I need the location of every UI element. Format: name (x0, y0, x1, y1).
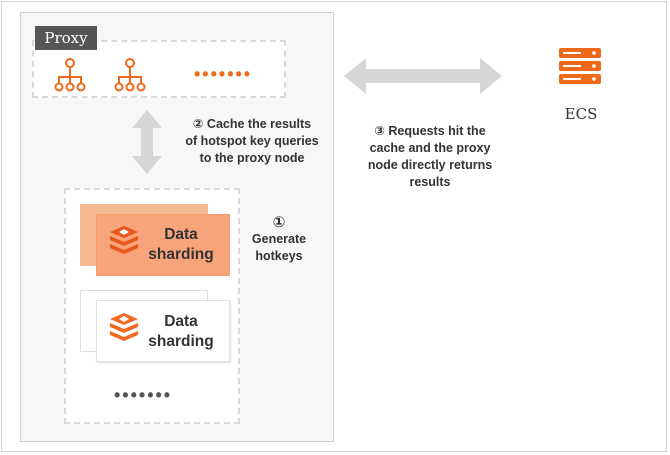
step-1-label: ① Generate hotkeys (244, 214, 314, 265)
step-1-line-1: Generate (251, 232, 307, 246)
step-2-line-2: of hotspot key queries (185, 134, 319, 148)
proxy-node-icon (114, 58, 146, 92)
step-3-line-4: results (409, 175, 451, 189)
step-3-line-1: ③ Requests hit the (374, 124, 486, 138)
hot-shard-card (96, 214, 230, 276)
shard-card (96, 300, 230, 362)
more-proxy-nodes: ••••••• (194, 64, 253, 84)
shard-label: Data sharding (148, 313, 214, 350)
step-2-line-1: ② Cache the results (192, 117, 312, 131)
proxy-node-icon (54, 58, 86, 92)
redis-shard-icon (110, 313, 138, 341)
ecs-label: ECS (564, 105, 598, 123)
step-3-line-2: cache and the proxy (369, 141, 491, 155)
step-1-number: ① (272, 214, 286, 231)
redis-shard-icon (110, 226, 138, 254)
step-3-label: ③ Requests hit the cache and the proxy n… (352, 123, 508, 191)
step-3-line-3: node directly returns (367, 158, 493, 172)
hot-shard-label: Data sharding (148, 226, 214, 263)
step-2-line-3: to the proxy node (199, 151, 305, 165)
step-2-label: ② Cache the results of hotspot key queri… (172, 116, 332, 167)
step-1-line-2: hotkeys (255, 249, 303, 263)
proxy-tag: Proxy (35, 26, 97, 50)
more-shards: ••••••• (114, 385, 173, 405)
